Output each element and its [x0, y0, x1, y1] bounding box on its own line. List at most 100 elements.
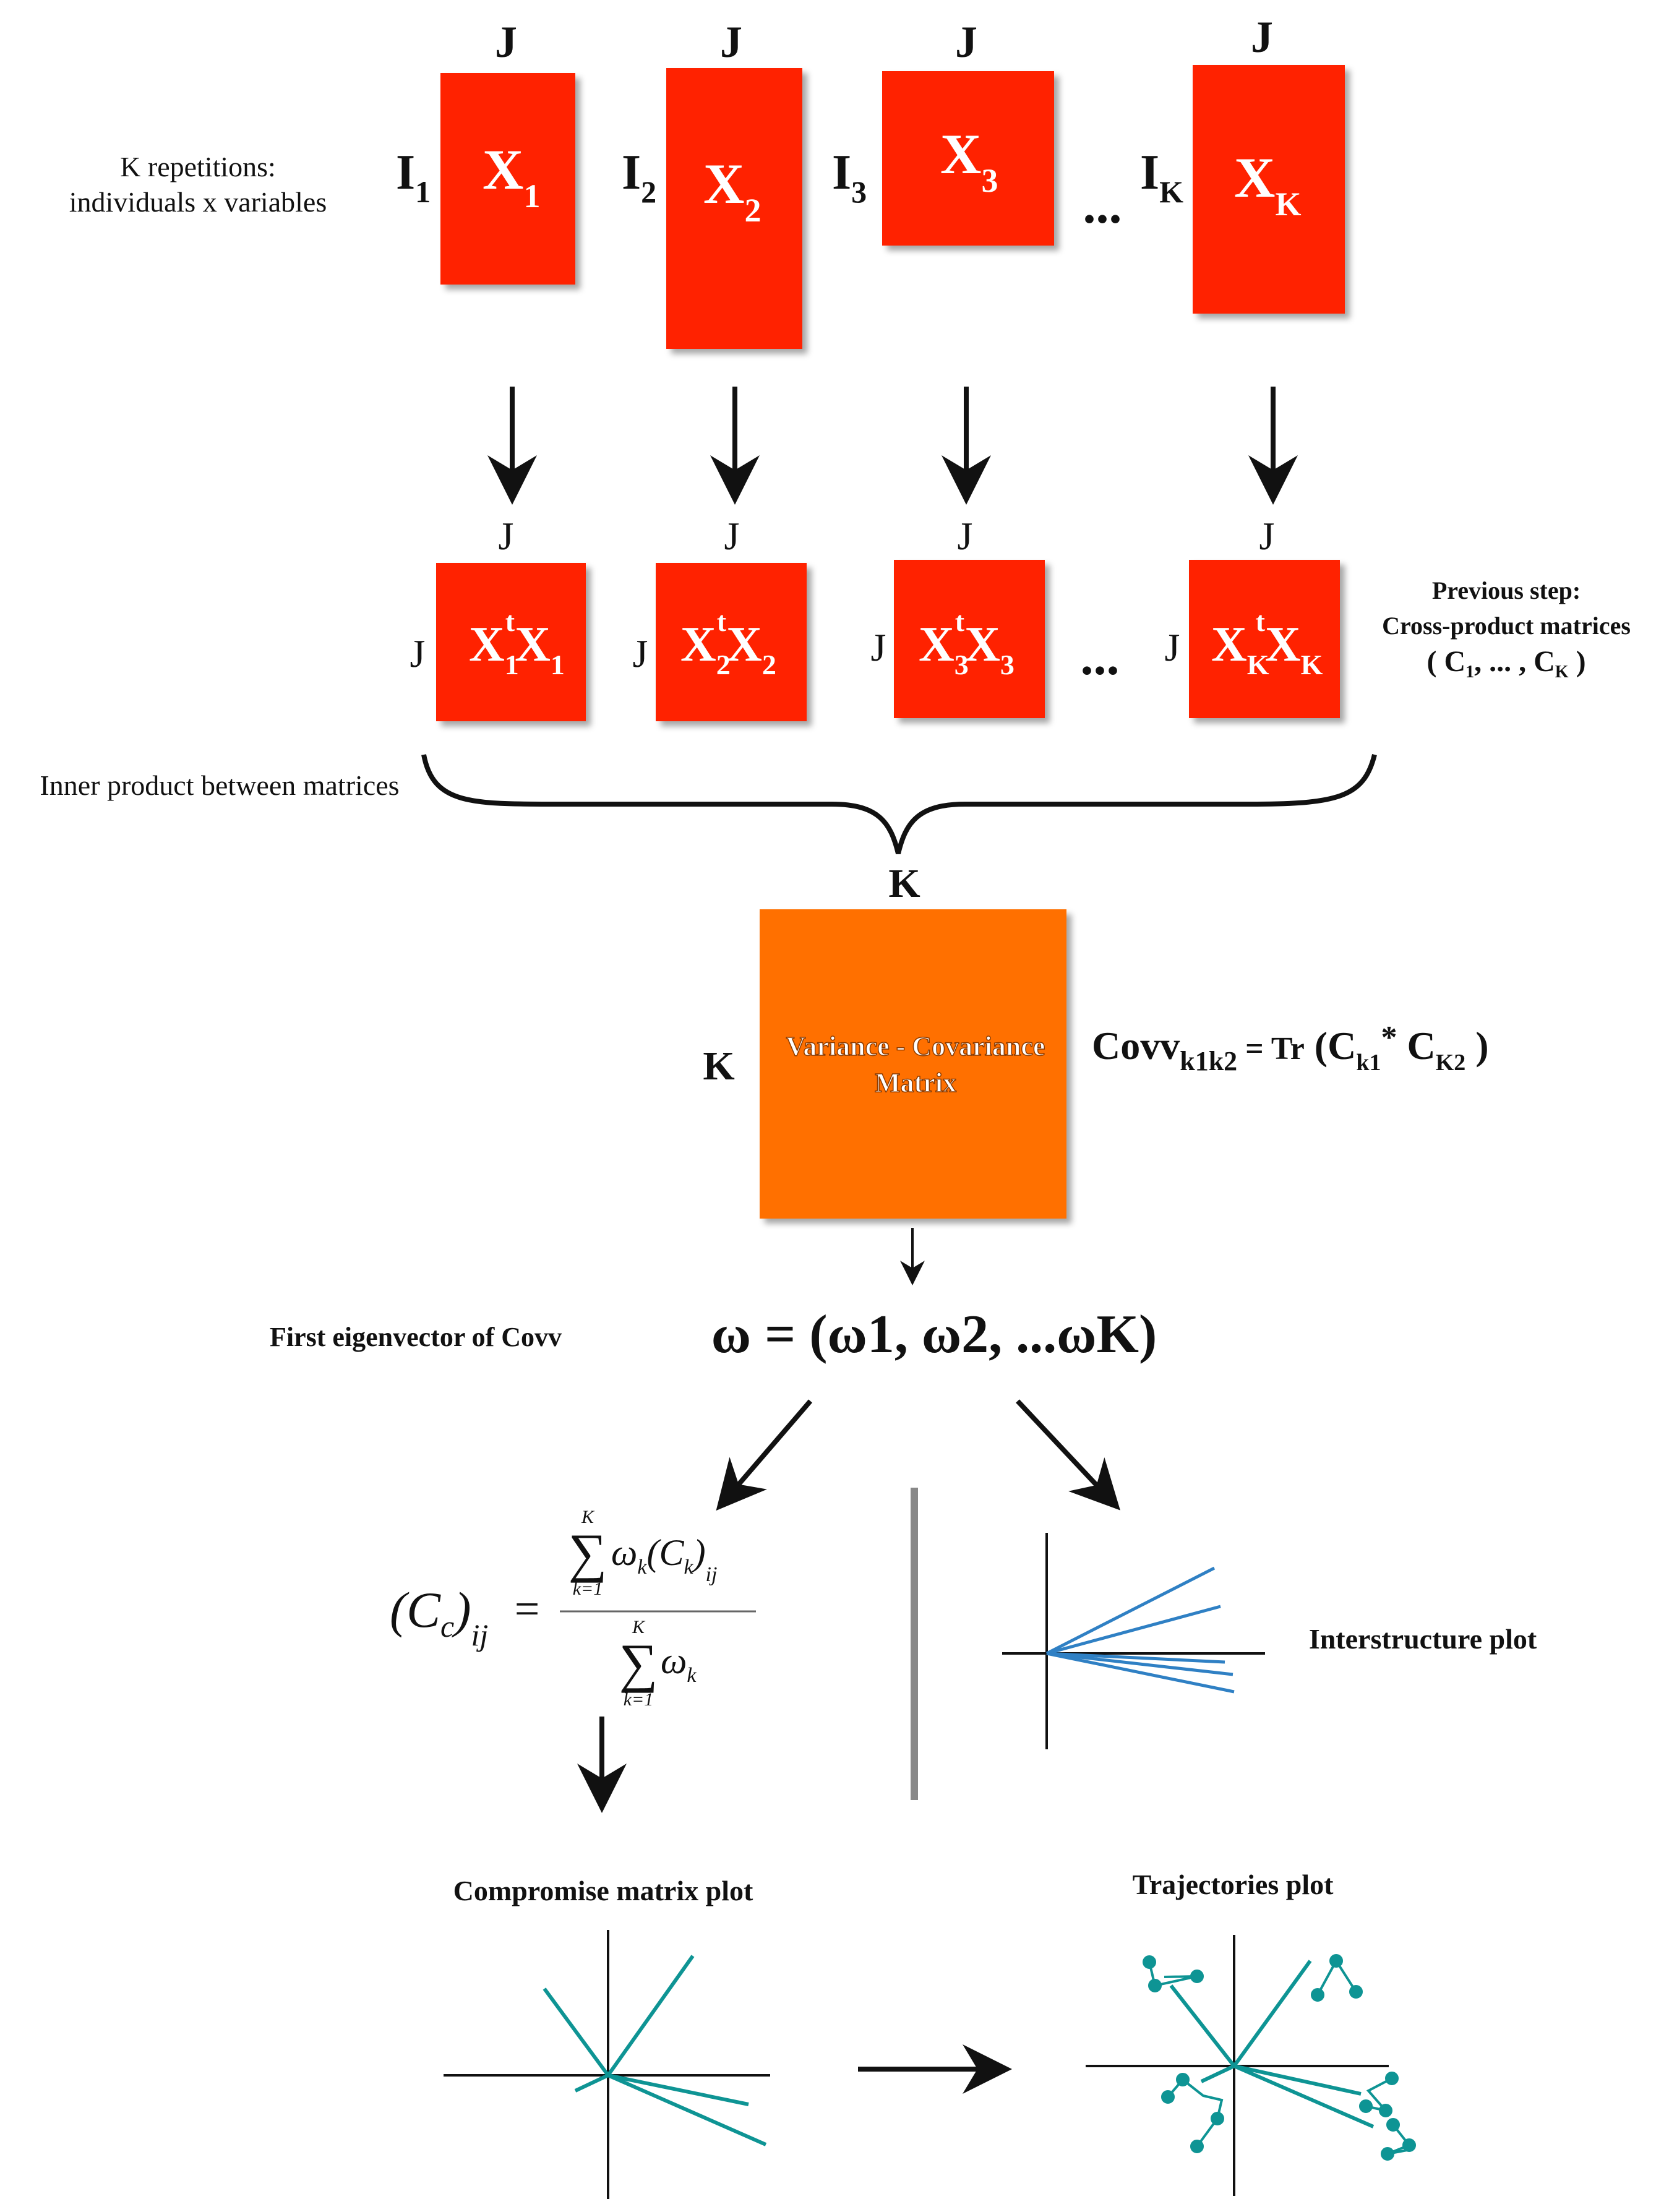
arrow-to-interstructure	[1016, 1399, 1120, 1511]
row-letter: I	[832, 145, 851, 200]
note-open: ( C	[1426, 645, 1465, 678]
lhs: (Cc)ij	[390, 1582, 488, 1652]
trajectory-point	[1143, 1955, 1156, 1969]
row-label: I2	[622, 145, 656, 209]
row-label: I3	[832, 145, 867, 209]
col-label: J	[499, 514, 514, 558]
cross-product-3: J J X3tX3	[871, 514, 1045, 718]
x-subscript: 1	[505, 649, 519, 680]
compromise-vector-5	[607, 2073, 767, 2146]
transpose-mark: t	[505, 606, 515, 637]
lhs-sub: c	[440, 1609, 454, 1644]
row-subscript: 3	[851, 174, 867, 209]
covv-eq: = Tr	[1237, 1031, 1305, 1066]
vector-3	[1046, 1652, 1225, 1664]
matrix-x2-box	[666, 68, 802, 349]
trajectory-vector-3	[1200, 2064, 1235, 2083]
lhs-subscript: ij	[471, 1618, 489, 1652]
trajectory-cluster-1	[1143, 1955, 1204, 1992]
num-omega-sub: k	[637, 1556, 647, 1579]
x-subscript: K	[1301, 649, 1323, 680]
curly-brace	[421, 754, 1377, 854]
covv-name: Covv	[1092, 1024, 1180, 1068]
cross-product-k: J J XKtXK	[1165, 514, 1340, 718]
col-label: J	[1259, 514, 1275, 558]
trajectory-path	[1148, 1961, 1198, 1987]
trajectory-point	[1311, 1988, 1324, 2002]
row-letter: I	[622, 145, 641, 200]
matrix-x3: J I3 X3	[832, 17, 1054, 246]
transpose-mark: t	[717, 606, 727, 637]
matrix-name: X1	[483, 138, 540, 215]
vector-4	[1046, 1652, 1233, 1676]
compromise-vector-3	[574, 2073, 609, 2093]
interstructure-label: Interstructure plot	[1309, 1623, 1537, 1655]
matrix-x1: J I1 X1	[396, 17, 575, 285]
trajectory-vector-2	[1169, 1984, 1236, 2067]
num-c-sub: k	[684, 1556, 693, 1579]
vector-5	[1046, 1652, 1235, 1694]
covv-sub: k1k2	[1180, 1046, 1237, 1076]
x-letter: X	[919, 617, 955, 672]
transpose-mark: t	[955, 606, 965, 637]
trajectory-vector-5	[1233, 2064, 1375, 2128]
compromise-label: Compromise matrix plot	[453, 1875, 753, 1906]
lhs-close: )	[452, 1582, 471, 1638]
x-letter: X	[515, 617, 551, 672]
cross-product-name: XKtXK	[1211, 606, 1323, 680]
cov-title-line1: Variance - Covariance	[786, 1031, 1045, 1061]
cross-product-2: J J X2tX2	[633, 514, 807, 721]
compromise-vector-1	[606, 1955, 695, 2077]
note-line1: Previous step:	[1432, 577, 1581, 604]
matrix-xk-box	[1193, 65, 1345, 314]
col-label: J	[955, 17, 977, 67]
covv-open: (C	[1305, 1024, 1357, 1068]
trajectory-point	[1381, 2147, 1394, 2161]
row-label: J	[871, 625, 886, 669]
note-close: )	[1569, 645, 1586, 678]
trajectory-point	[1176, 2073, 1190, 2086]
cross-product-1-box	[436, 563, 586, 721]
cross-product-1: J J X1tX1	[410, 514, 586, 721]
den-sum-symbol: ∑	[619, 1634, 658, 1694]
num-sum-bottom: k=1	[573, 1579, 603, 1599]
covv-c2: C	[1397, 1024, 1435, 1068]
trajectory-point	[1161, 2090, 1175, 2104]
cov-row-label: K	[703, 1044, 734, 1089]
col-label: J	[1251, 12, 1273, 62]
cov-col-label: K	[888, 861, 920, 906]
row-subscript: K	[1159, 174, 1183, 209]
equals-sign: =	[515, 1584, 540, 1634]
cross-product-2-box	[656, 563, 807, 721]
col-label: J	[720, 17, 742, 67]
trajectories-plot	[1086, 1935, 1416, 2196]
matrix-name: X2	[703, 152, 761, 229]
x-subscript: 2	[716, 649, 731, 680]
note-formula: ( C1, ... , CK )	[1426, 645, 1585, 682]
vector-2	[1046, 1605, 1221, 1655]
covv-sub1: k1	[1356, 1050, 1381, 1076]
row-subscript: 2	[641, 174, 656, 209]
num-c-close: )	[692, 1532, 706, 1573]
row-label: IK	[1140, 145, 1183, 209]
matrix-subscript: 3	[981, 162, 998, 199]
den-omega: ω	[661, 1640, 687, 1681]
trajectory-point	[1211, 2112, 1224, 2125]
interstructure-plot	[1002, 1533, 1265, 1749]
cross-product-name: X3tX3	[919, 606, 1015, 680]
x-subscript: 3	[1000, 649, 1015, 680]
note-line2: Cross-product matrices	[1382, 612, 1631, 640]
second-ellipsis: ...	[1081, 628, 1120, 686]
trajectory-point	[1359, 2099, 1373, 2113]
transpose-mark: t	[1256, 606, 1266, 637]
compromise-vector-4	[607, 2073, 749, 2106]
x-subscript: 1	[551, 649, 565, 680]
cov-title-line2: Matrix	[875, 1068, 956, 1098]
num-terms: ωk(Ck)ij	[611, 1532, 717, 1586]
matrix-x3-box	[882, 71, 1054, 246]
x-letter: X	[964, 617, 1000, 672]
trajectory-point	[1385, 2072, 1399, 2085]
matrix-letter: X	[940, 122, 981, 186]
